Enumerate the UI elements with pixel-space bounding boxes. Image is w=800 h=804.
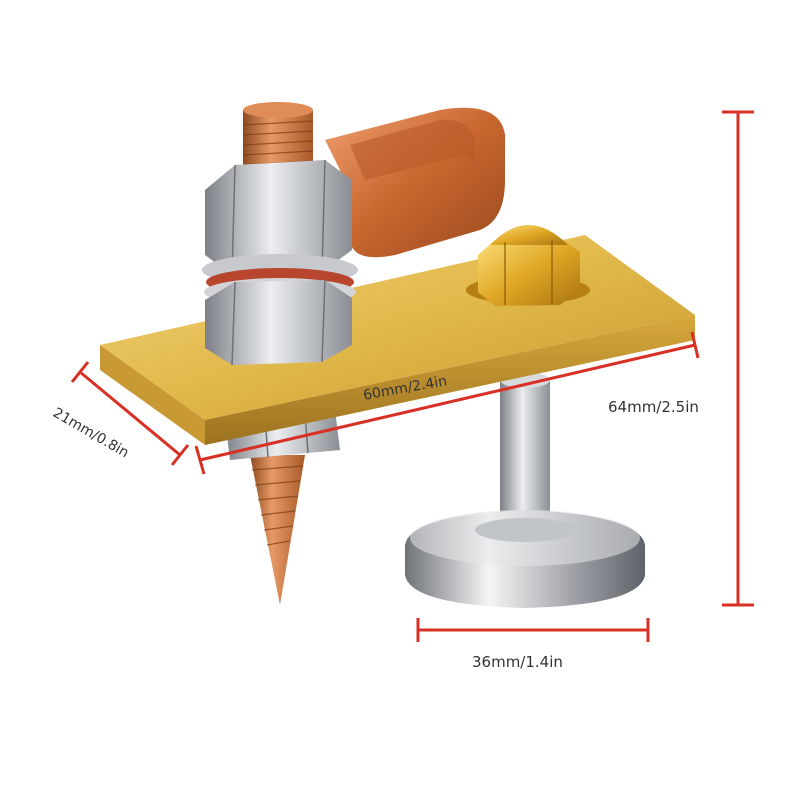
base-width-dimension-line	[416, 618, 650, 642]
copper-clip	[325, 107, 505, 258]
depth-dimension-line	[70, 361, 190, 466]
base-diameter-label: 36mm/1.4in	[472, 653, 563, 671]
height-label: 64mm/2.5in	[608, 398, 699, 416]
height-dimension-line	[722, 110, 754, 607]
middle-hex-nut	[205, 279, 352, 366]
brass-acorn-nut	[466, 225, 590, 306]
upper-hex-nut	[205, 159, 352, 276]
dimension-lines	[70, 110, 754, 642]
length-dimension-line	[194, 331, 700, 475]
copper-spike	[250, 455, 305, 605]
magnet-base	[405, 372, 645, 608]
